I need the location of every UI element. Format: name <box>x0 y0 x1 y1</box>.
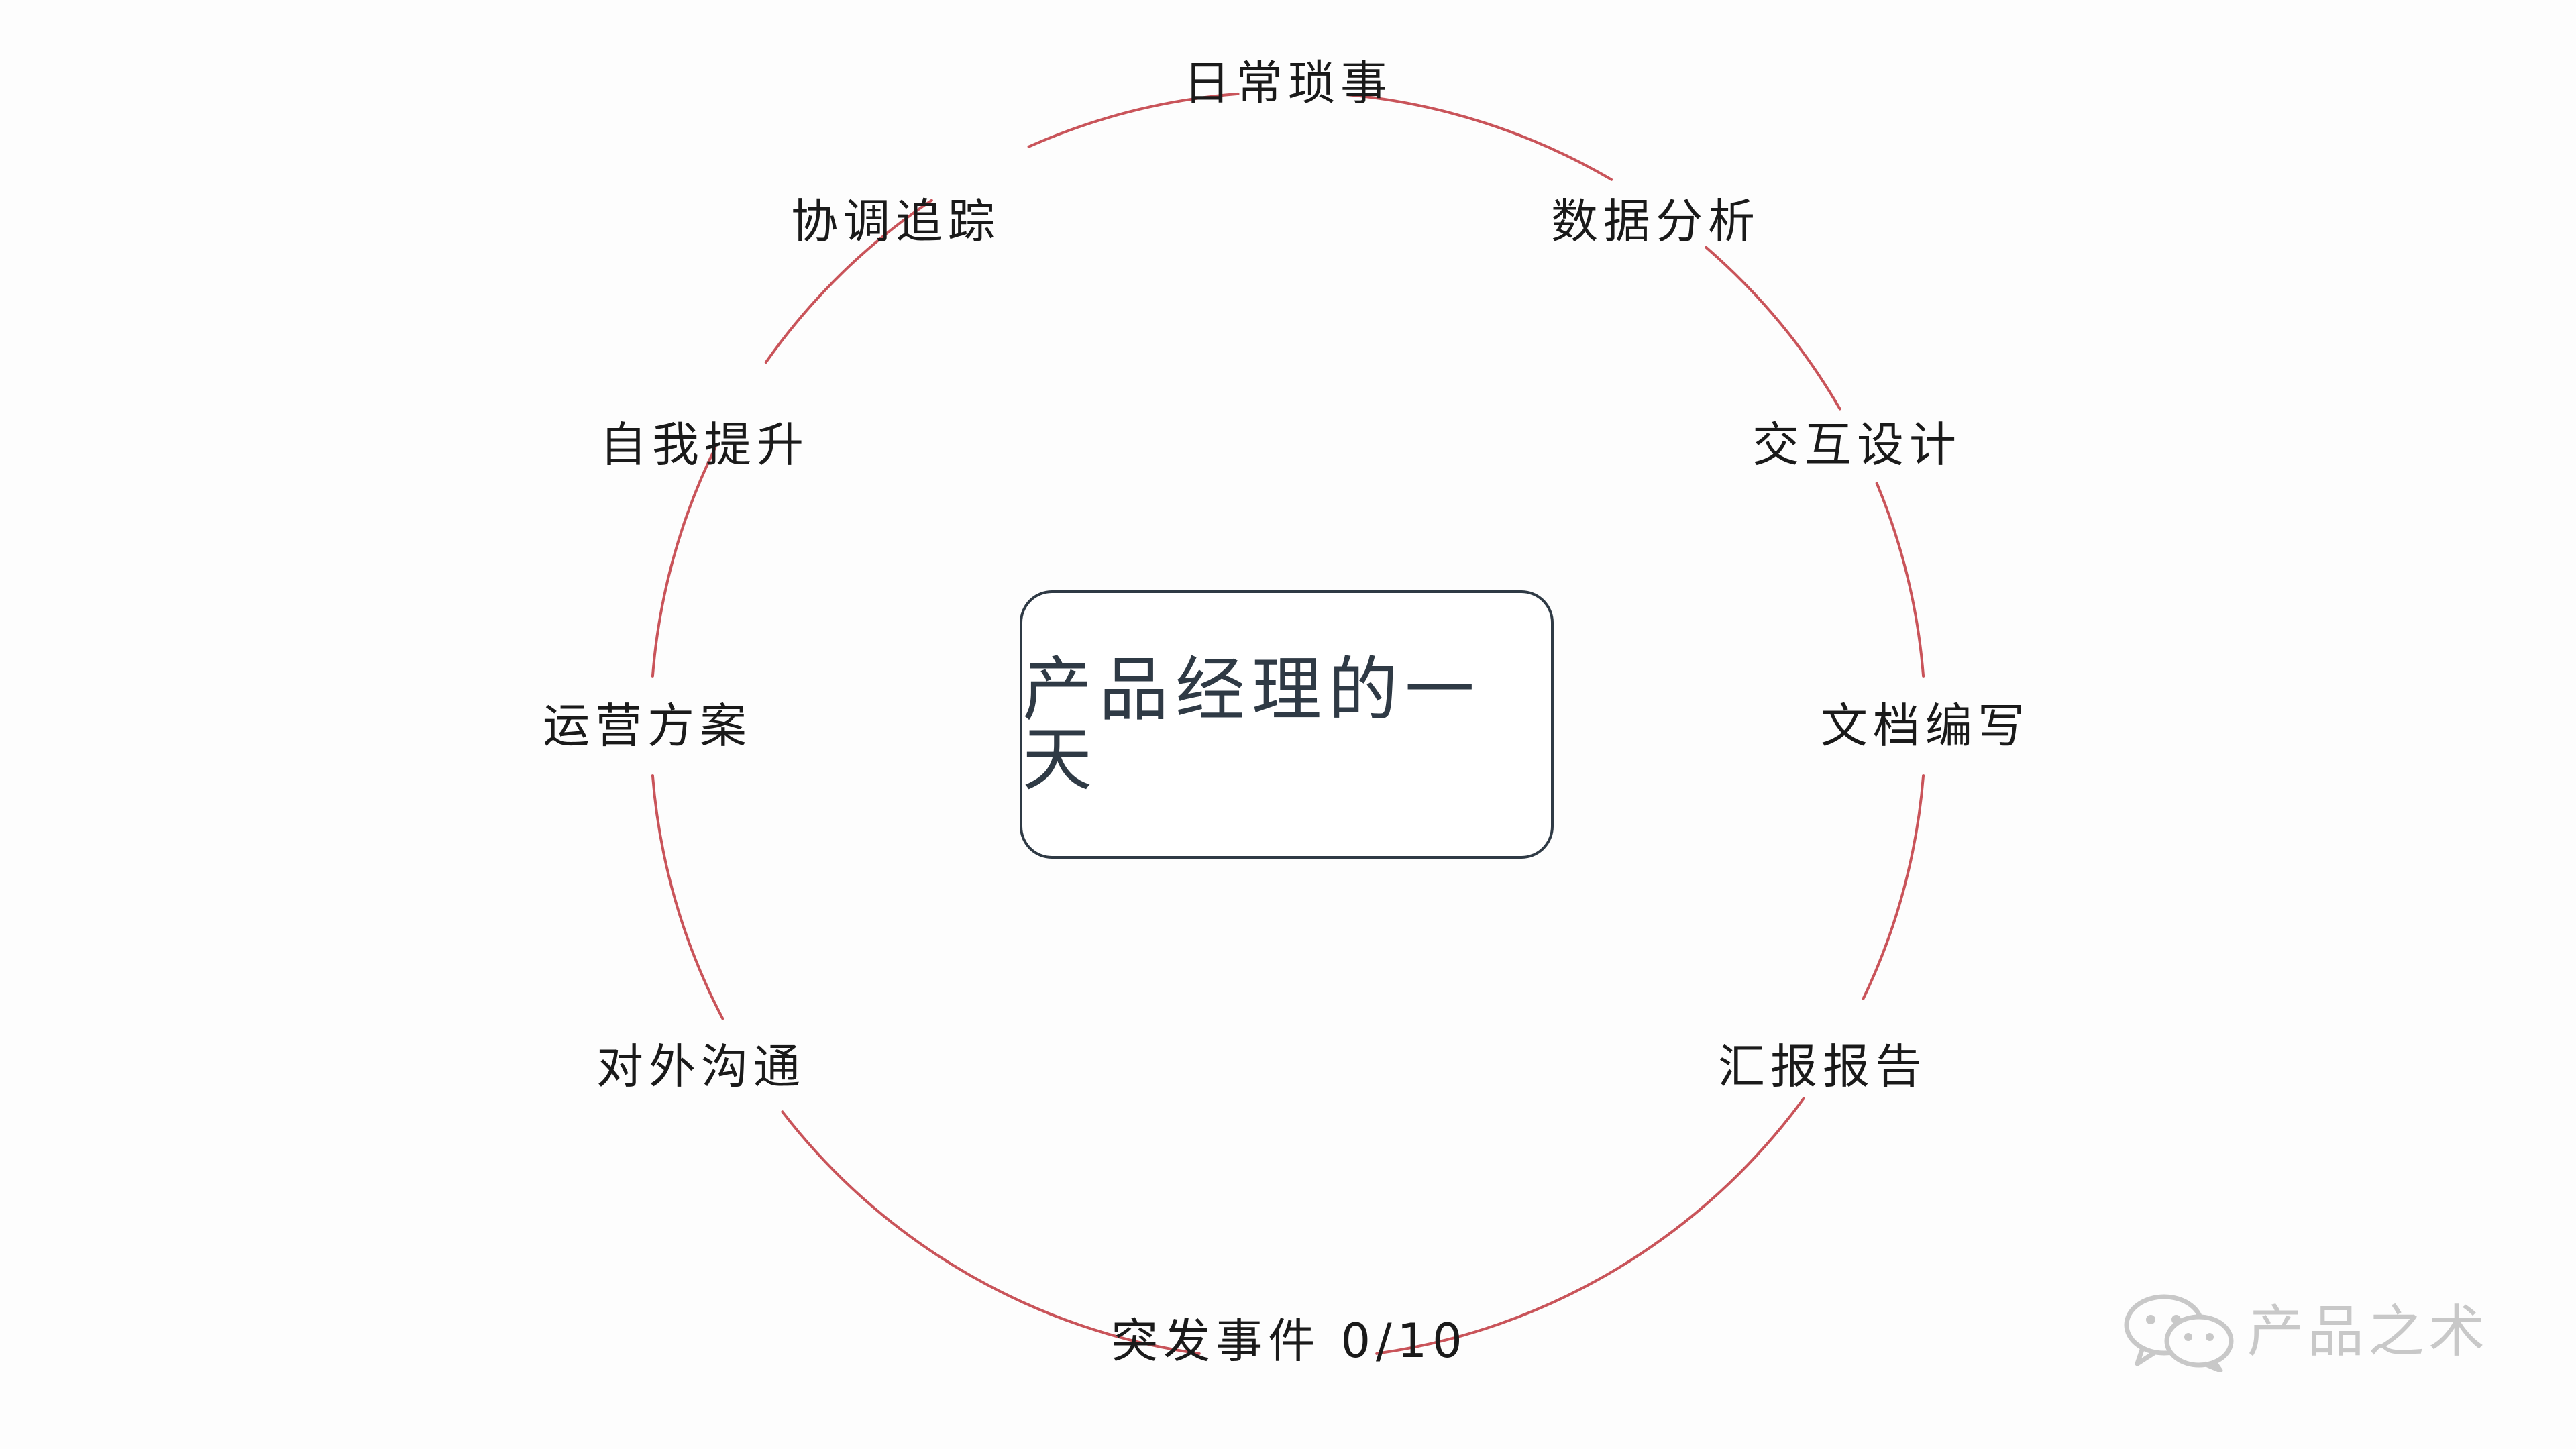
center-node: 产品经理的一天 <box>1020 590 1554 859</box>
ring-arc-segment <box>1875 482 1925 678</box>
ring-arc-segment <box>1375 1097 1805 1355</box>
watermark: 产品之术 <box>2120 1291 2489 1372</box>
node-label-lower-right: 汇报报告 <box>1718 1039 1927 1094</box>
node-label-right: 文档编写 <box>1821 698 2030 753</box>
watermark-text: 产品之术 <box>2247 1299 2489 1364</box>
ring-arc-segment <box>1348 93 1613 181</box>
node-label-lower-left: 对外沟通 <box>596 1039 806 1094</box>
ring-arc-segment <box>651 446 717 678</box>
node-label-bottom: 突发事件 0/10 <box>1111 1313 1468 1368</box>
node-label-upper-left: 协调追踪 <box>791 194 1000 249</box>
wechat-icon <box>2124 1294 2234 1372</box>
node-label-upper-right: 数据分析 <box>1551 194 1760 249</box>
node-label-left: 运营方案 <box>543 698 752 753</box>
ring-arc-segment <box>651 774 724 1020</box>
ring-arc-segment <box>1705 246 1841 411</box>
ring-arc-segment <box>764 199 933 364</box>
center-title: 产品经理的一天 <box>1022 649 1482 800</box>
ring-arc-segment <box>781 1110 1201 1355</box>
node-label-left-upper: 自我提升 <box>600 417 809 472</box>
node-label-right-upper: 交互设计 <box>1752 417 1962 472</box>
ring-arc-segment <box>1862 774 1925 1000</box>
node-label-top: 日常琐事 <box>1183 56 1393 111</box>
ring-arc-segment <box>1027 92 1240 148</box>
